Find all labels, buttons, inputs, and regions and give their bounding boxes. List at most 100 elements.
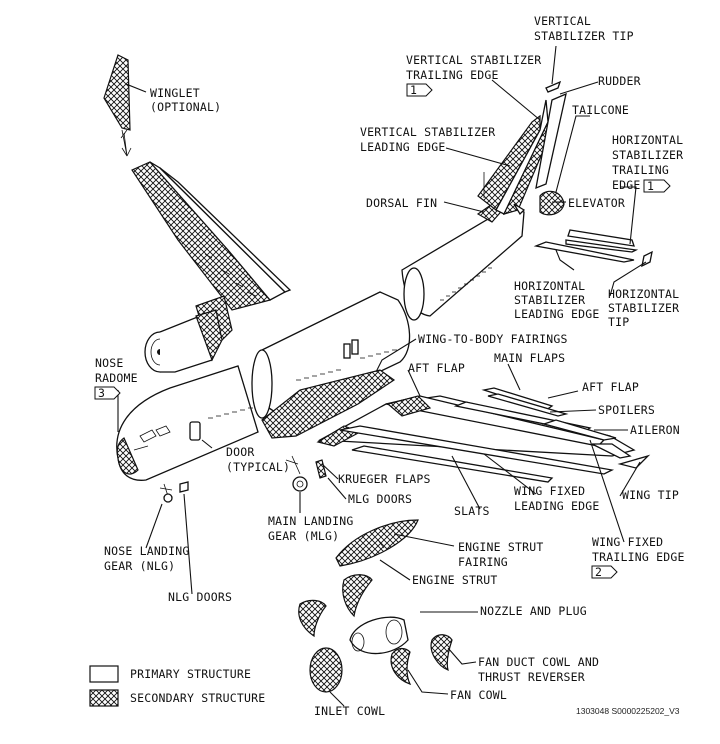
vertical-stabilizer-tip-part [545, 80, 562, 93]
wing-to-body-fairing [261, 369, 396, 439]
label-vs-tip-2: STABILIZER TIP [534, 29, 634, 43]
label-vs-le-2: LEADING EDGE [360, 140, 445, 154]
mlg-doors-part [315, 459, 327, 479]
label-vs-te-1: VERTICAL STABILIZER [406, 53, 541, 67]
label-slats: SLATS [454, 504, 490, 518]
aft-flap-inner-part [386, 395, 432, 417]
note-flag-1-hs: 1 [643, 179, 671, 193]
svg-text:1: 1 [647, 179, 654, 193]
note-flag-3-radome: 3 [94, 386, 121, 400]
label-door-2: (TYPICAL) [226, 460, 290, 474]
elevator-part [567, 229, 635, 247]
label-hs-tip-3: TIP [608, 315, 629, 329]
main-landing-gear-part [285, 455, 308, 492]
svg-text:2: 2 [595, 565, 602, 579]
drawing-id: 1303048 S0000225202_V3 [576, 706, 680, 716]
left-wing-surface [149, 161, 287, 301]
fan-duct-cowl-part [430, 634, 453, 671]
note-flag-2-wing-te: 2 [591, 565, 618, 579]
label-hs-te-2: STABILIZER [612, 148, 683, 162]
label-fan-cowl: FAN COWL [450, 688, 507, 702]
label-engine-strut-fairing-1: ENGINE STRUT [458, 540, 543, 554]
label-nlg-2: GEAR (NLG) [104, 559, 175, 573]
label-krueger-flaps: KRUEGER FLAPS [338, 472, 431, 486]
label-hs-te-4: EDGE [612, 178, 641, 192]
fuselage-nose-section [116, 365, 259, 481]
note-flag-1-vs: 1 [406, 83, 433, 97]
label-wing-to-body: WING-TO-BODY FAIRINGS [418, 332, 568, 346]
tailcone-part [539, 190, 565, 216]
engine-part-a [342, 574, 373, 618]
fan-cowl-part [390, 647, 412, 686]
label-aileron: AILERON [630, 423, 680, 437]
callout-labels: WINGLET (OPTIONAL) VERTICAL STABILIZER T… [95, 14, 684, 718]
label-hs-tip-2: STABILIZER [608, 301, 679, 315]
label-aft-flap-inner: AFT FLAP [408, 361, 465, 375]
label-hs-te-1: HORIZONTAL [612, 133, 683, 147]
label-wing-fixed-le-1: WING FIXED [514, 484, 585, 498]
svg-text:3: 3 [98, 386, 105, 400]
label-wing-fixed-le-2: LEADING EDGE [514, 499, 599, 513]
legend-primary-label: PRIMARY STRUCTURE [130, 667, 251, 681]
label-aft-flap-outer: AFT FLAP [582, 380, 639, 394]
label-rudder: RUDDER [598, 74, 641, 88]
rudder-part [535, 92, 567, 190]
label-nose-radome-2: RADOME [95, 371, 138, 385]
slats-part [351, 445, 554, 483]
legend-secondary-swatch [89, 689, 119, 707]
label-main-flaps: MAIN FLAPS [494, 351, 565, 365]
leader-lines [117, 45, 647, 707]
label-mlg-doors: MLG DOORS [348, 492, 412, 506]
label-hs-le-3: LEADING EDGE [514, 307, 599, 321]
nose-radome-part [116, 437, 139, 475]
label-hs-le-2: STABILIZER [514, 293, 585, 307]
label-hs-le-1: HORIZONTAL [514, 279, 585, 293]
label-hs-te-3: TRAILING [612, 163, 669, 177]
label-hs-tip-1: HORIZONTAL [608, 287, 679, 301]
label-mlg-2: GEAR (MLG) [268, 529, 339, 543]
label-vs-tip-1: VERTICAL [534, 14, 591, 28]
right-wing [316, 387, 651, 483]
label-wing-fixed-te-1: WING FIXED [592, 535, 663, 549]
svg-text:1: 1 [410, 83, 417, 97]
label-nozzle-plug: NOZZLE AND PLUG [480, 604, 587, 618]
wing-fixed-trailing-edge-part [591, 443, 632, 459]
label-winglet-2: (OPTIONAL) [150, 100, 221, 114]
legend-primary-swatch [89, 665, 119, 683]
aileron-part [541, 419, 617, 441]
horizontal-stabilizer-trailing-edge-part [565, 239, 639, 253]
wing-fixed-leading-edge-part [339, 425, 615, 475]
label-winglet-1: WINGLET [150, 86, 200, 100]
horizontal-stabilizer-leading-edge-part [533, 241, 635, 263]
label-fan-duct-1: FAN DUCT COWL AND [478, 655, 599, 669]
winglet-part [103, 54, 131, 131]
label-engine-strut: ENGINE STRUT [412, 573, 497, 587]
nozzle-and-plug-part [349, 616, 409, 655]
nose-landing-gear-part [159, 483, 173, 503]
fuselage-aft-section [401, 99, 553, 321]
engine-strut-fairing-part [335, 519, 419, 567]
aircraft-drawing [103, 54, 653, 693]
label-engine-strut-fairing-2: FAIRING [458, 555, 508, 569]
label-fan-duct-2: THRUST REVERSER [478, 670, 585, 684]
legend: PRIMARY STRUCTURE SECONDARY STRUCTURE [89, 665, 265, 707]
label-nlg-1: NOSE LANDING [104, 544, 189, 558]
label-door-1: DOOR [226, 445, 255, 459]
wing-tip-part [617, 454, 651, 469]
label-spoilers: SPOILERS [598, 403, 655, 417]
aft-flap-outer-part [487, 393, 569, 417]
left-wing-leading-edge [131, 161, 272, 311]
inlet-cowl-part [309, 647, 343, 693]
left-engine [144, 309, 223, 373]
inlet-segment-a [298, 599, 327, 638]
fuselage-center-section [251, 291, 411, 439]
label-tailcone: TAILCONE [572, 103, 629, 117]
label-vs-le-1: VERTICAL STABILIZER [360, 125, 495, 139]
legend-secondary-label: SECONDARY STRUCTURE [130, 691, 265, 705]
label-mlg-1: MAIN LANDING [268, 514, 353, 528]
label-dorsal-fin: DORSAL FIN [366, 196, 437, 210]
label-nlg-doors: NLG DOORS [168, 590, 232, 604]
label-inlet-cowl: INLET COWL [314, 704, 385, 718]
